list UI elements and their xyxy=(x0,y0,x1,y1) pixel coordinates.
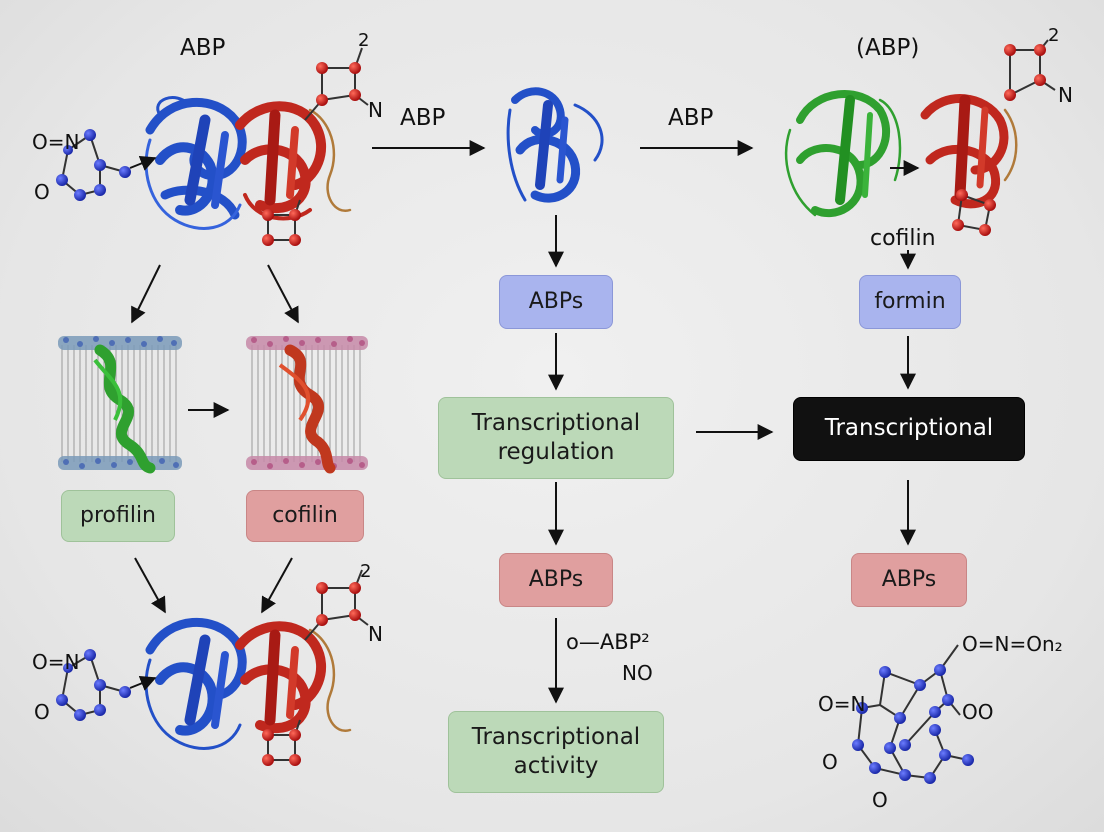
chem-label-o-n-top: O=N xyxy=(32,130,80,154)
red-atom-ring-right xyxy=(952,189,996,236)
side-note-line-2: NO xyxy=(622,661,653,685)
box-abps-middle: ABPs xyxy=(499,275,613,329)
arrow-complex-to-cofilin xyxy=(267,264,299,324)
arrow-label-abp-1: ABP xyxy=(400,105,446,131)
green-protein-ribbon xyxy=(784,90,902,218)
red-protein-ribbon-right xyxy=(920,94,1018,209)
red-protein-ribbon xyxy=(235,101,352,221)
arrow-profilin-to-bottom-complex xyxy=(134,557,166,614)
box-abps-pink-right: ABPs xyxy=(851,553,967,607)
cofilin-structure-label: cofilin xyxy=(870,226,936,251)
chem-label-oo: OO xyxy=(962,700,994,724)
box-transcriptional-regulation-line-1: Transcriptional xyxy=(471,409,641,436)
blue-molecule-bottom-right xyxy=(852,644,974,784)
box-transcriptional-dark-label: Transcriptional xyxy=(824,415,994,442)
box-transcriptional-activity-line-2: activity xyxy=(513,753,599,779)
chem-label-2-top: 2 xyxy=(358,30,370,51)
box-abps-middle-label: ABPs xyxy=(528,288,584,314)
flow-arrows xyxy=(131,140,916,704)
arrow-label-abp-2: ABP xyxy=(668,105,714,131)
box-cofilin-label: cofilin xyxy=(272,502,338,528)
box-transcriptional-activity-line-1: Transcriptional xyxy=(471,723,641,750)
arrow-cofilin-to-bottom-complex xyxy=(261,557,293,614)
chem-label-o-low: O xyxy=(872,788,888,812)
box-transcriptional-activity: Transcriptional activity xyxy=(448,711,664,793)
protein-complex-bottom-left xyxy=(56,569,369,766)
top-right-title: (ABP) xyxy=(856,35,920,61)
protein-complex-top-left xyxy=(56,47,369,246)
chem-label-o-n-left: O=N xyxy=(818,692,866,716)
box-transcriptional-regulation: Transcriptional regulation xyxy=(438,397,674,479)
blue-atom-molecule-top xyxy=(56,129,157,201)
protein-complex-top-right xyxy=(784,39,1056,236)
box-formin: formin xyxy=(859,275,961,329)
chem-label-2-bottom: 2 xyxy=(360,561,372,582)
box-abps-pink-right-label: ABPs xyxy=(881,566,937,592)
box-cofilin: cofilin xyxy=(246,490,364,542)
box-profilin-label: profilin xyxy=(79,502,156,528)
chem-label-n-right: N xyxy=(1058,83,1073,107)
red-atom-chain-top xyxy=(304,47,369,121)
box-abps-pink-middle: ABPs xyxy=(499,553,613,607)
red-atom-chain-right xyxy=(1004,39,1056,101)
chem-label-o-mid: O xyxy=(822,750,838,774)
blue-protein-ribbon xyxy=(144,96,247,230)
chem-label-n-bottom: N xyxy=(368,622,383,646)
box-profilin: profilin xyxy=(61,490,175,542)
protein-middle xyxy=(506,87,604,203)
top-left-title: ABP xyxy=(180,35,226,61)
chem-label-o-bottom: O xyxy=(34,700,50,724)
box-transcriptional-regulation-line-2: regulation xyxy=(497,439,615,465)
chem-label-o-n-bottom: O=N xyxy=(32,650,80,674)
chem-label-o-top: O xyxy=(34,180,50,204)
box-formin-label: formin xyxy=(874,288,946,314)
red-atom-ring-bottom xyxy=(262,199,301,246)
box-transcriptional-dark: Transcriptional xyxy=(793,397,1025,461)
arrow-complex-to-profilin xyxy=(131,264,161,324)
chem-label-o-n-on2: O=N=On₂ xyxy=(962,632,1063,656)
chem-label-2-right: 2 xyxy=(1048,25,1060,46)
chem-label-n-top: N xyxy=(368,98,383,122)
membrane-cofilin xyxy=(246,336,368,474)
box-abps-pink-middle-label: ABPs xyxy=(528,566,584,592)
membrane-profilin xyxy=(58,336,182,474)
side-note-line-1: o—ABP² xyxy=(566,630,650,654)
